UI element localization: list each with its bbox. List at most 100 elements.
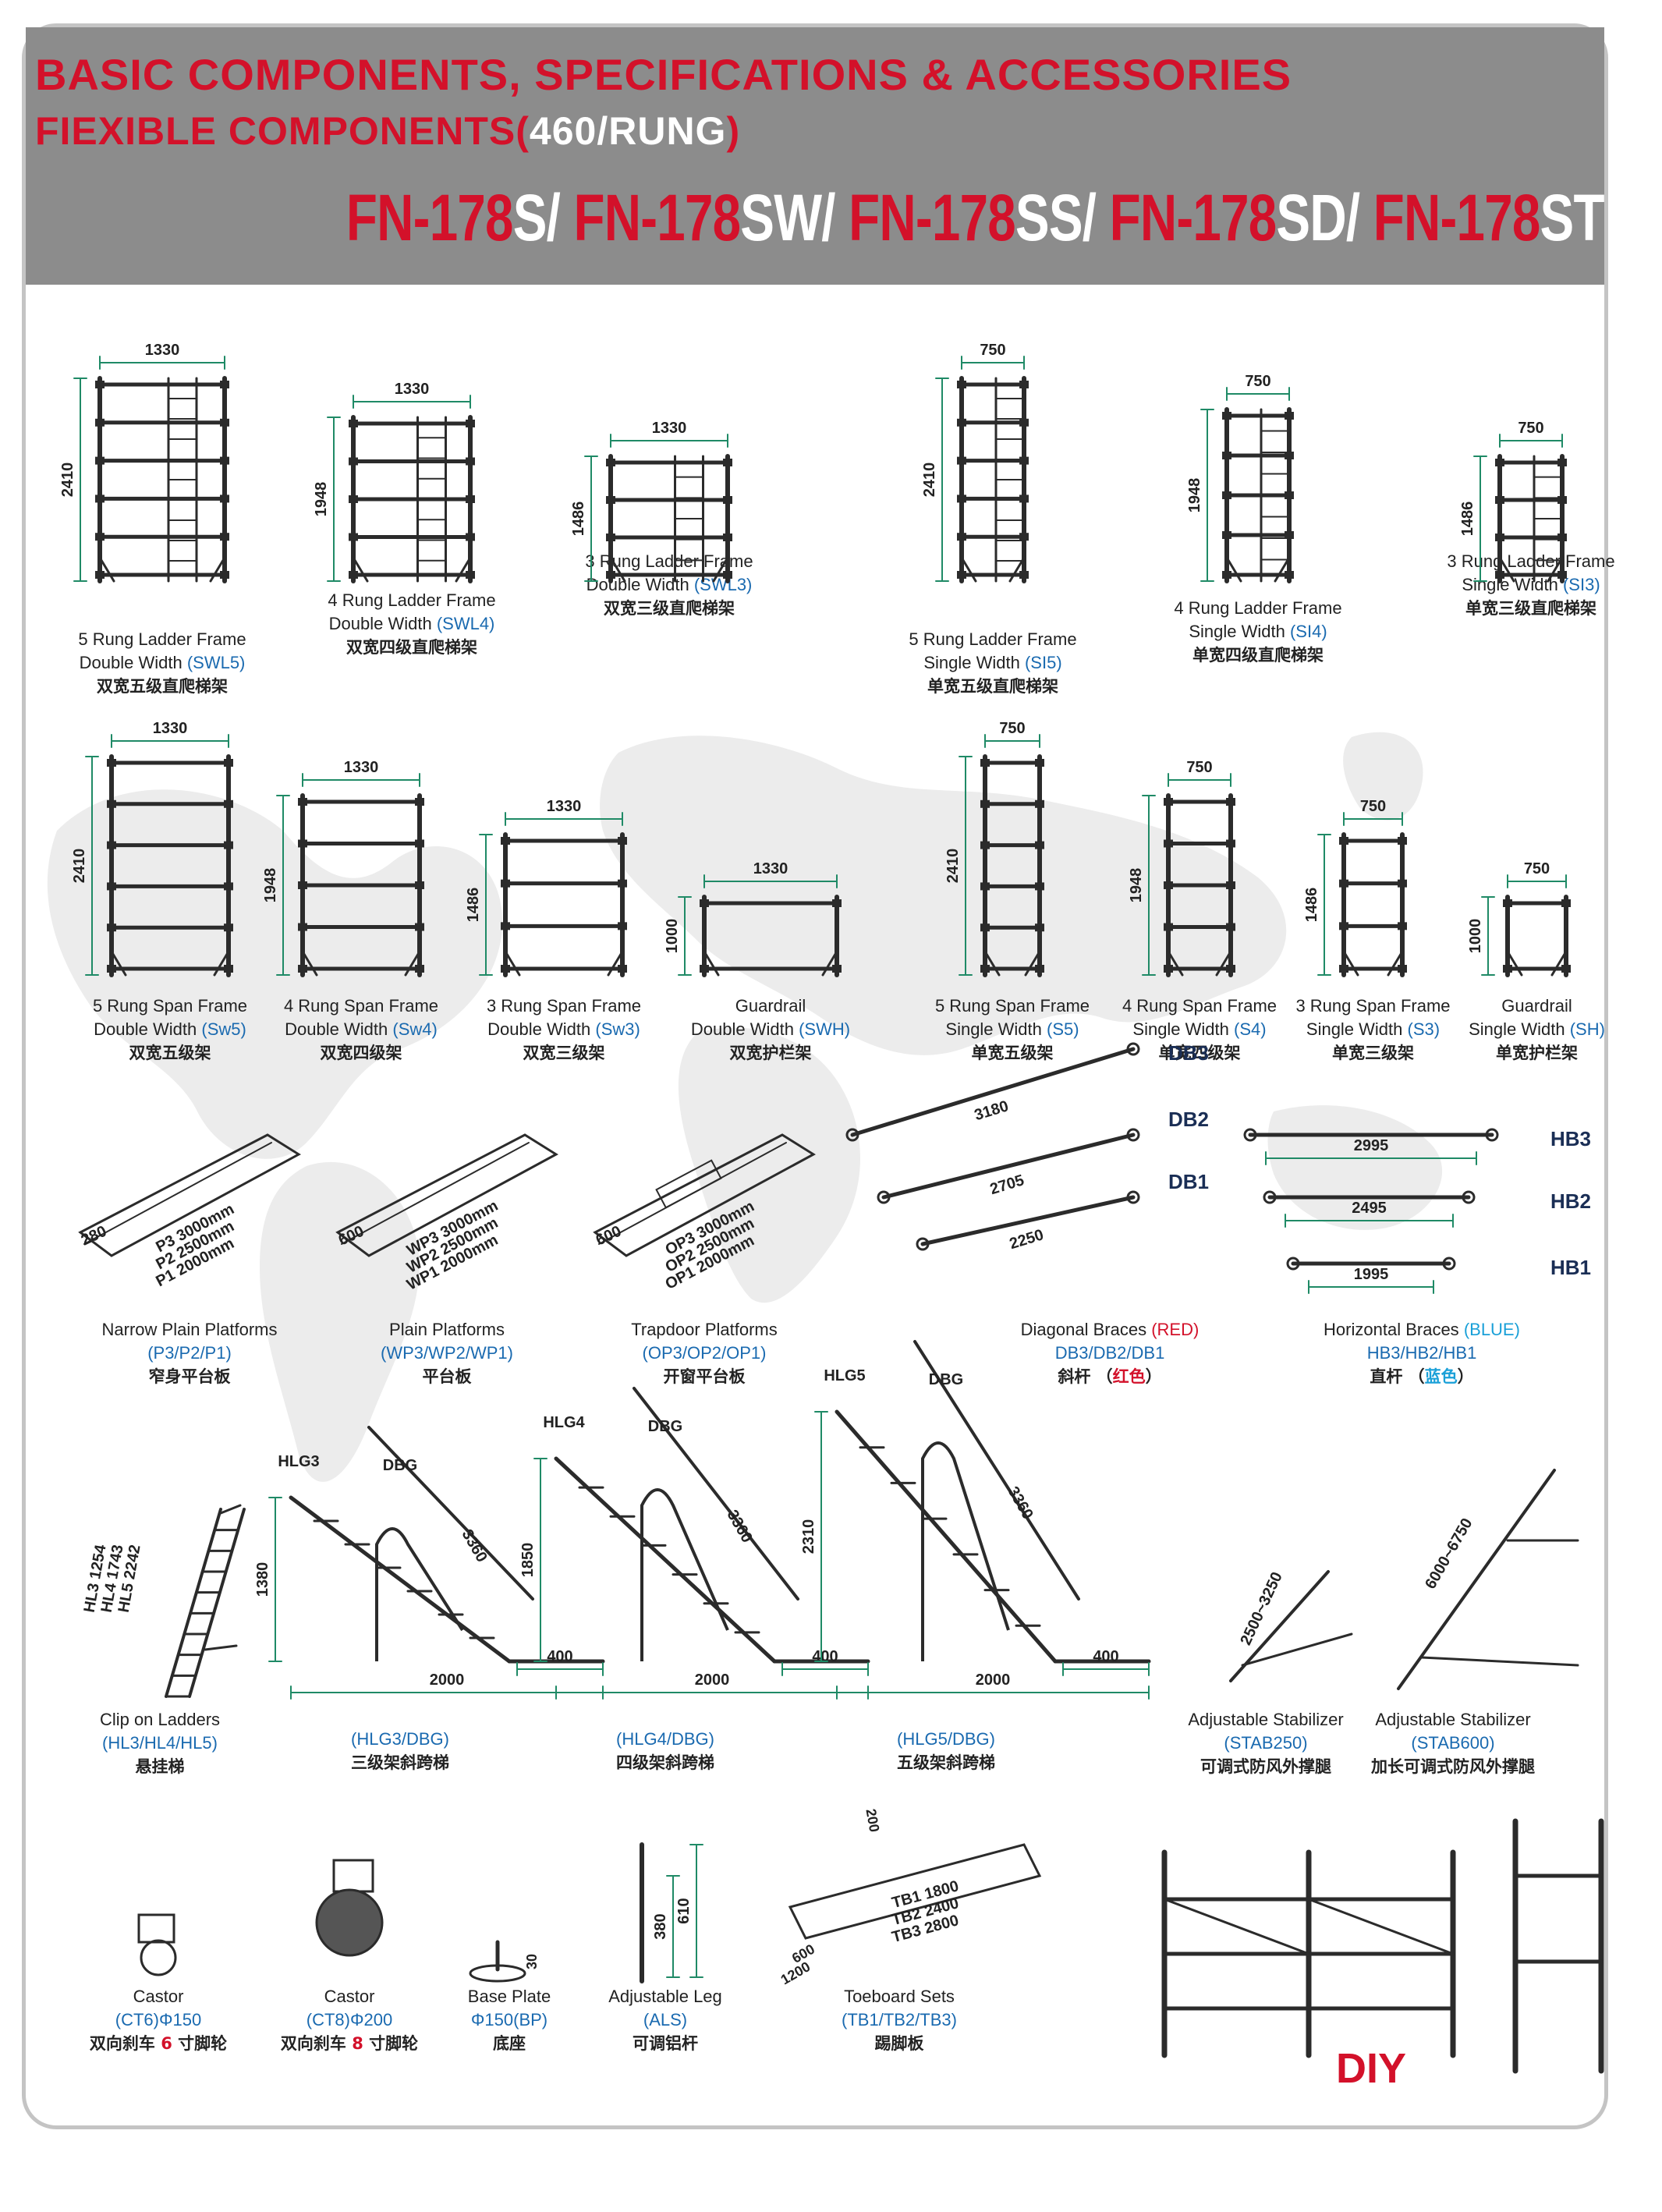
platform-label: Trapdoor Platforms(OP3/OP2/OP1)开窗平台板 (631, 1320, 778, 1386)
header-banner: BASIC COMPONENTS, SPECIFICATIONS & ACCES… (26, 27, 1605, 285)
page-subtitle: FIEXIBLE COMPONENTS(460/RUNG) (35, 109, 741, 153)
svg-text:380: 380 (652, 1913, 669, 1939)
stairway-label: (HLG4/DBG)四级架斜跨梯 (616, 1729, 714, 1772)
svg-text:750: 750 (1518, 420, 1543, 437)
svg-text:1330: 1330 (547, 798, 582, 815)
ladder-frame: 1330 2410 (59, 342, 229, 583)
brace-tag: DB1 (1168, 1170, 1210, 1193)
svg-text:1330: 1330 (145, 342, 180, 359)
svg-text:750: 750 (1245, 373, 1270, 390)
model-s: FN-178S/ (346, 181, 574, 254)
drawings: 1330241013301948133014867502410750194875… (59, 342, 1604, 2074)
svg-text:1486: 1486 (1303, 888, 1320, 923)
svg-text:600: 600 (336, 1223, 367, 1250)
span-frame: 1330 2410 (71, 720, 233, 977)
platform-label: Narrow Plain Platforms(P3/P2/P1)窄身平台板 (101, 1320, 278, 1386)
svg-text:1330: 1330 (153, 720, 188, 737)
svg-text:3360: 3360 (1005, 1484, 1037, 1523)
svg-text:1330: 1330 (344, 759, 379, 776)
svg-text:2500~3250: 2500~3250 (1237, 1569, 1285, 1648)
brace-tag: HB3 (1550, 1127, 1592, 1150)
toeboard-label: Toeboard Sets(TB1/TB2/TB3)踢脚板 (842, 1987, 957, 2053)
svg-text:2410: 2410 (944, 849, 962, 884)
brace-tag: DB3 (1168, 1041, 1210, 1065)
page-frame: BASIC COMPONENTS, SPECIFICATIONS & ACCES… (22, 23, 1615, 2129)
svg-text:DBG: DBG (648, 1418, 682, 1435)
stabilizer-label: Adjustable Stabilizer(STAB250)可调式防风外撑腿 (1188, 1710, 1344, 1776)
model-sd: FN-178SD/ (1109, 181, 1374, 254)
svg-text:DBG: DBG (383, 1457, 417, 1474)
model-st: FN-178ST (1373, 181, 1605, 254)
svg-text:1330: 1330 (395, 381, 430, 398)
svg-text:2705: 2705 (988, 1172, 1026, 1198)
ladder-frame: 750 1948 (1186, 373, 1294, 583)
svg-text:1380: 1380 (254, 1562, 271, 1597)
svg-text:1948: 1948 (1128, 868, 1145, 903)
svg-text:2495: 2495 (1352, 1200, 1387, 1217)
svg-text:610: 610 (675, 1898, 693, 1923)
svg-text:400: 400 (1093, 1648, 1118, 1665)
model-numbers: FN-178S/ FN-178SW/ FN-178SS/ FN-178SD/ F… (346, 180, 1605, 256)
svg-text:750: 750 (980, 342, 1005, 359)
svg-text:30: 30 (524, 1954, 540, 1969)
brace-tag: HB2 (1550, 1189, 1592, 1213)
stairway-label: (HLG5/DBG)五级架斜跨梯 (897, 1729, 995, 1772)
svg-text:2000: 2000 (695, 1671, 730, 1689)
svg-text:2995: 2995 (1354, 1137, 1389, 1154)
span-frame: 1330 1948 (262, 759, 424, 977)
svg-text:HLG3: HLG3 (278, 1453, 319, 1470)
svg-text:750: 750 (1360, 798, 1386, 815)
svg-text:750: 750 (999, 720, 1025, 737)
svg-text:2410: 2410 (59, 463, 76, 498)
platform-label: Plain Platforms(WP3/WP2/WP1)平台板 (381, 1320, 513, 1386)
adjustable-leg-label: Adjustable Leg(ALS)可调铝杆 (608, 1987, 722, 2053)
svg-text:1000: 1000 (1467, 919, 1484, 954)
svg-text:750: 750 (1524, 860, 1550, 877)
svg-text:400: 400 (812, 1648, 838, 1665)
svg-text:2410: 2410 (71, 849, 88, 884)
svg-text:HLG5: HLG5 (824, 1367, 865, 1384)
span-frame: 750 1000 (1467, 860, 1571, 977)
svg-text:600: 600 (594, 1223, 625, 1250)
diy-tower (1161, 1818, 1604, 2074)
span-frame: 750 1486 (1303, 798, 1407, 977)
svg-text:1948: 1948 (1186, 478, 1203, 513)
svg-text:1330: 1330 (753, 860, 788, 877)
svg-text:2310: 2310 (800, 1519, 817, 1554)
clip-ladder-label: Clip on Ladders(HL3/HL4/HL5)悬挂梯 (99, 1710, 221, 1776)
svg-text:1948: 1948 (262, 868, 279, 903)
svg-text:1948: 1948 (313, 482, 330, 517)
svg-text:3180: 3180 (973, 1097, 1011, 1124)
svg-text:280: 280 (79, 1223, 110, 1250)
svg-text:1486: 1486 (570, 502, 587, 537)
brace-tag: HB1 (1550, 1256, 1592, 1279)
svg-text:HLG4: HLG4 (543, 1414, 585, 1431)
svg-text:3360: 3360 (459, 1526, 491, 1565)
svg-text:DBG: DBG (929, 1371, 963, 1388)
ladder-frame: 1330 1948 (313, 381, 475, 583)
